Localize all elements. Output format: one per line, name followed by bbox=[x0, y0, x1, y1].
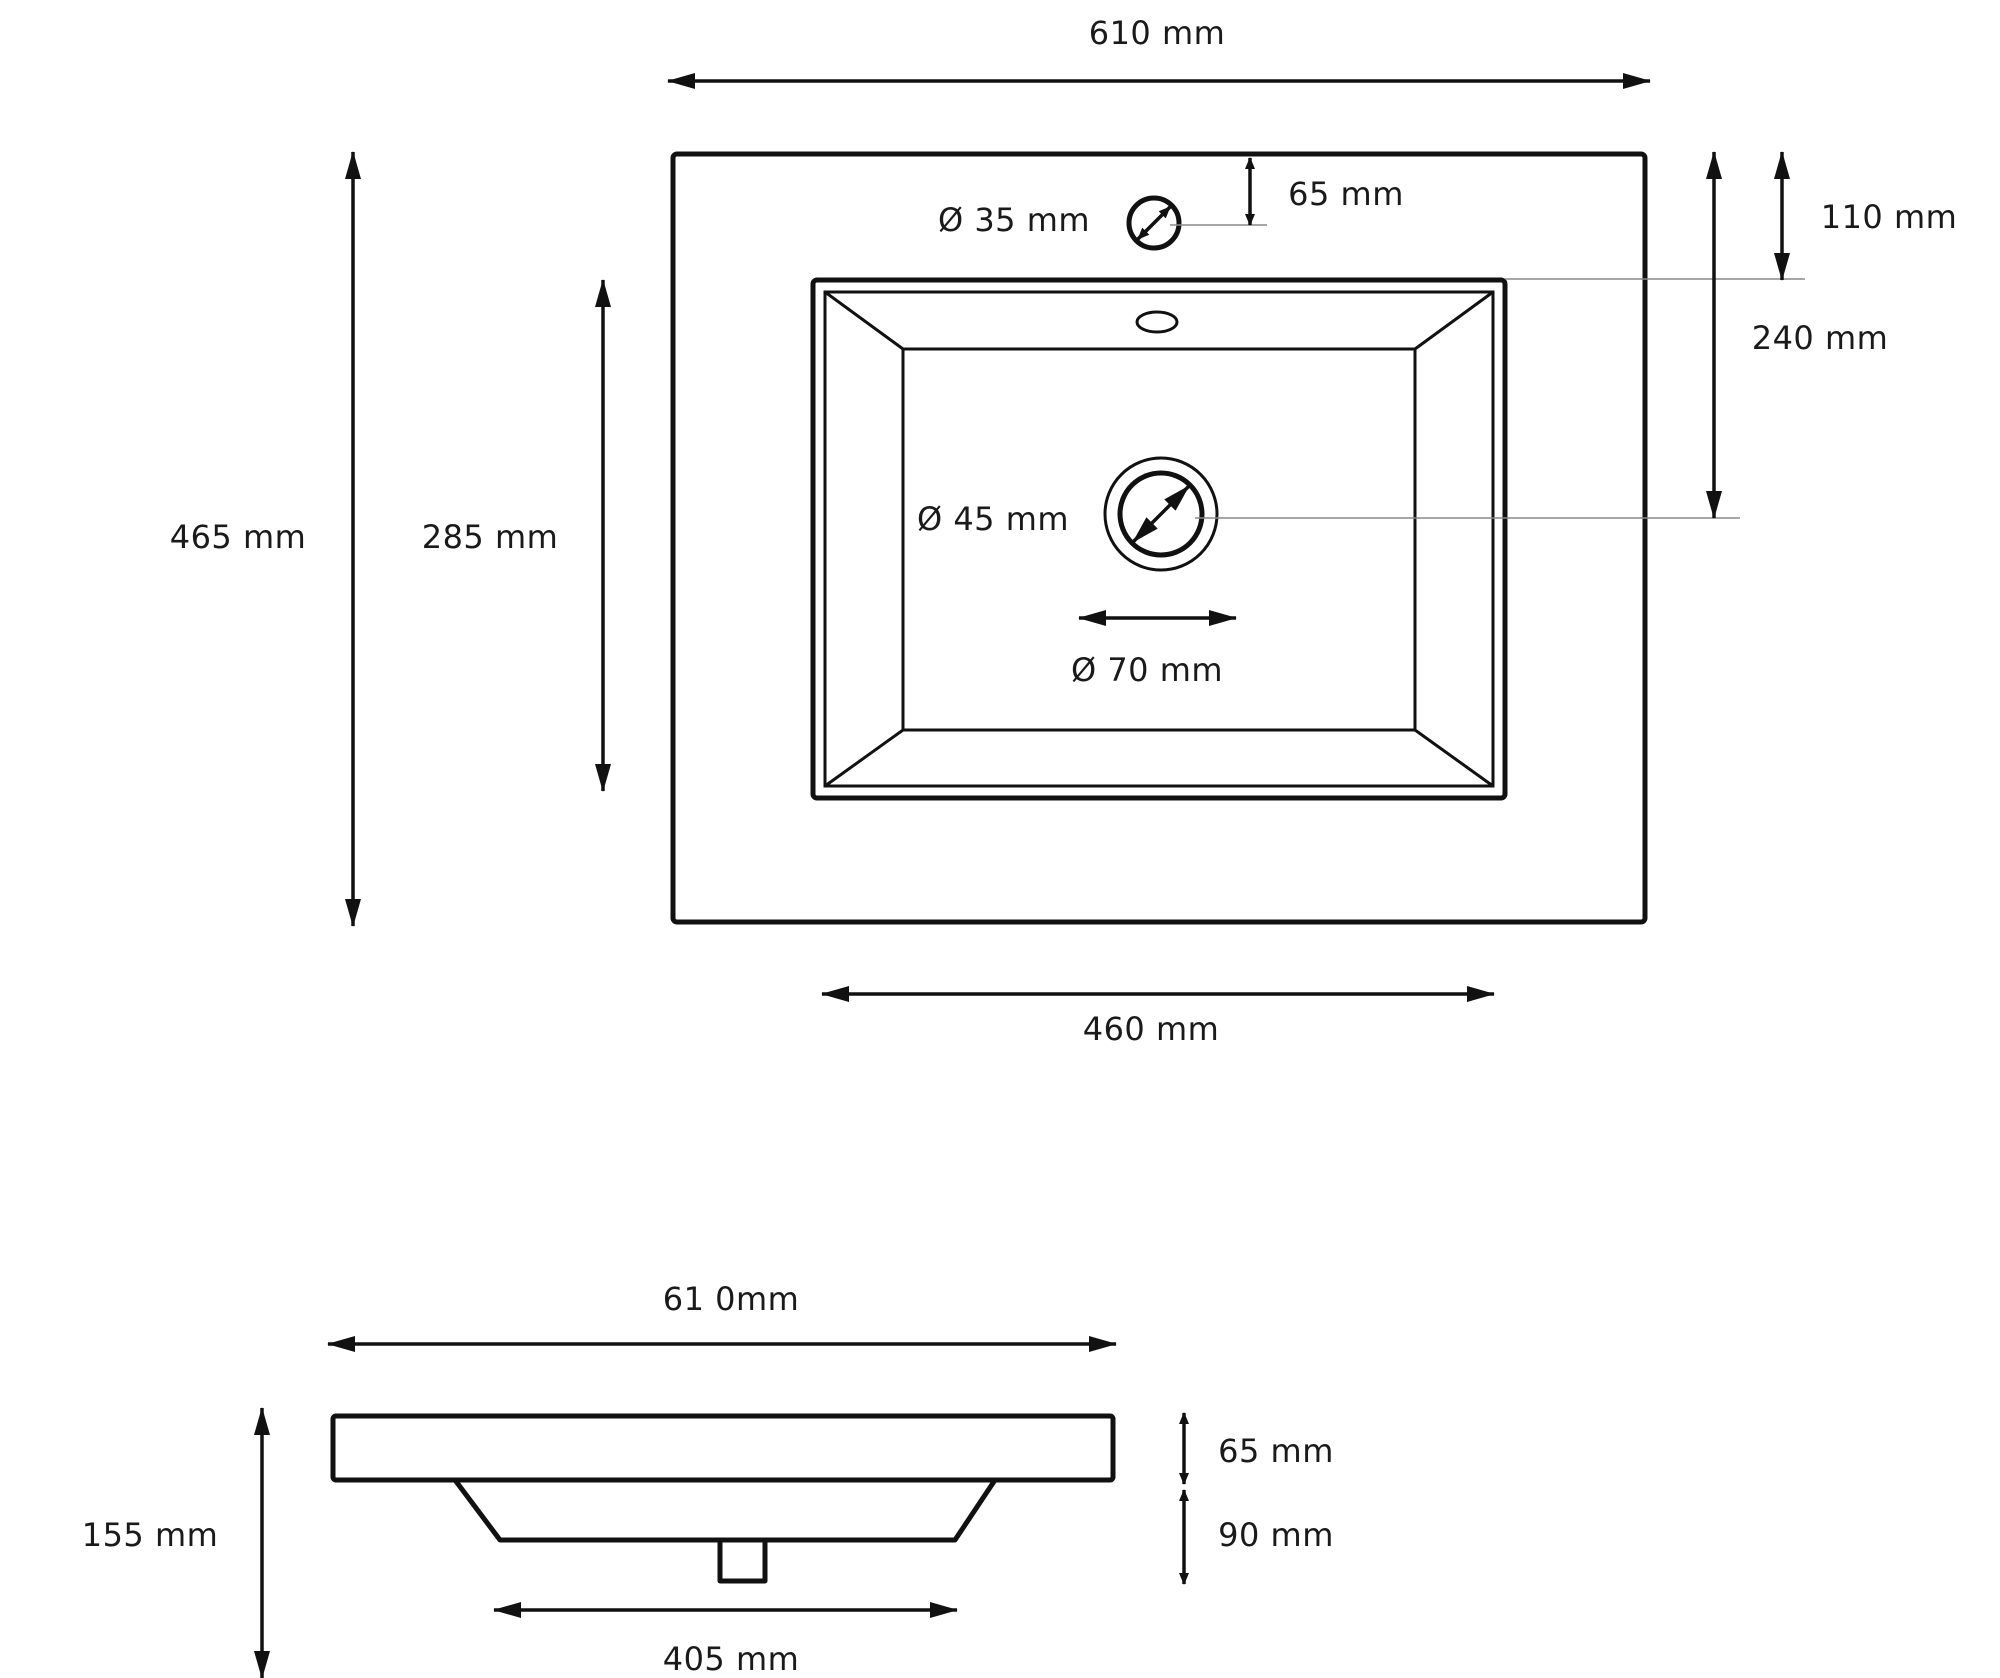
overall-width-label: 610 mm bbox=[1089, 14, 1226, 52]
side-width-label: 61 0mm bbox=[663, 1280, 800, 1318]
basin-outer-rim bbox=[810, 277, 1508, 801]
basin-inner-rim bbox=[823, 290, 1495, 788]
drain bbox=[1103, 456, 1740, 572]
tap-hole bbox=[1126, 195, 1267, 251]
side-bowl bbox=[453, 1478, 998, 1543]
basin-slope-lines bbox=[824, 290, 1494, 788]
top-view: 610 mm 465 mm 285 mm 460 mm Ø 35 mm 65 m… bbox=[170, 14, 1958, 1048]
tap-hole-diameter-label: Ø 35 mm bbox=[938, 201, 1090, 239]
side-top-thickness-label: 65 mm bbox=[1218, 1432, 1334, 1470]
side-height-label: 155 mm bbox=[82, 1516, 219, 1554]
drain-outer-diameter-label: Ø 70 mm bbox=[1071, 651, 1223, 689]
drain-diameter-label: Ø 45 mm bbox=[917, 500, 1069, 538]
overall-depth-label: 465 mm bbox=[170, 518, 307, 556]
basin-depth-label: 285 mm bbox=[422, 518, 559, 556]
side-top-slab bbox=[330, 1413, 1116, 1483]
overflow-hole bbox=[1135, 310, 1179, 334]
basin-width-label: 460 mm bbox=[1083, 1010, 1220, 1048]
edge-to-basin-label: 110 mm bbox=[1821, 198, 1958, 236]
side-view: 61 0mm 155 mm 65 mm 90 mm 405 mm bbox=[82, 1280, 1334, 1678]
tap-offset-label: 65 mm bbox=[1288, 175, 1404, 213]
countertop-outline bbox=[670, 151, 1648, 925]
edge-to-drain-label: 240 mm bbox=[1752, 319, 1889, 357]
side-drain-pipe bbox=[717, 1540, 768, 1584]
side-bowl-depth-label: 90 mm bbox=[1218, 1516, 1334, 1554]
side-bowl-width-label: 405 mm bbox=[663, 1640, 800, 1678]
basin-floor bbox=[901, 347, 1417, 732]
